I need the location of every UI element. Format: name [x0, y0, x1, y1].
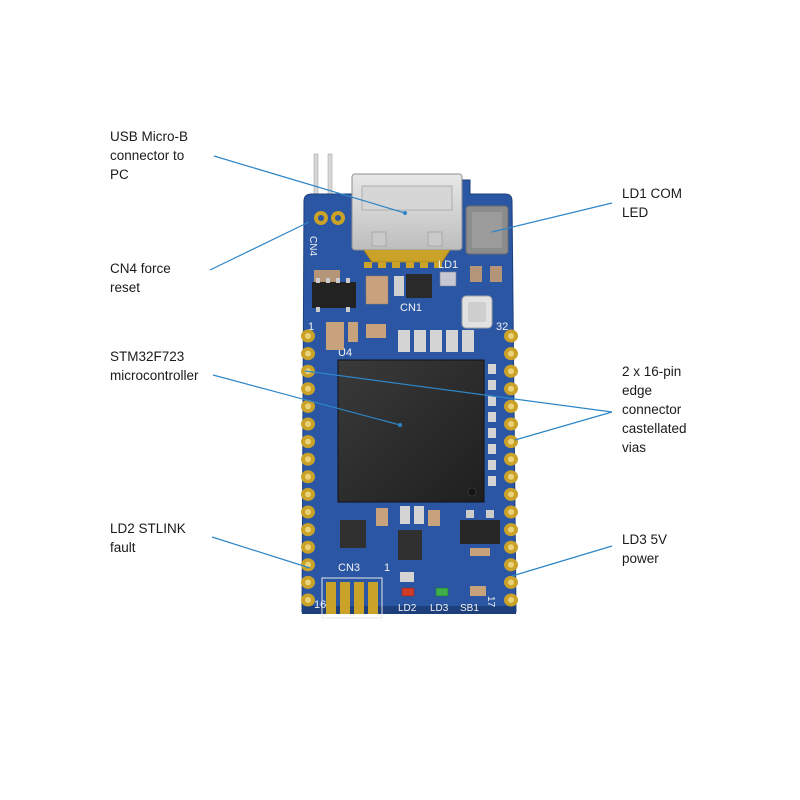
leader-usb [213, 155, 406, 214]
leader-cn4 [209, 221, 310, 271]
castellated-via [305, 579, 311, 586]
castellated-via [305, 597, 311, 603]
castellated-via [305, 473, 311, 480]
castellated-via [305, 438, 311, 445]
stm32-mcu [337, 359, 485, 503]
castellated-via [508, 544, 514, 551]
leader-ld3 [511, 545, 613, 577]
silk-cn3: CN3 [338, 562, 360, 574]
header-pins [313, 153, 333, 197]
castellated-via [508, 473, 514, 480]
castellated-via [305, 403, 311, 410]
leader-mcu [212, 374, 401, 426]
silk-sb1: SB1 [460, 603, 479, 614]
castellated-via [305, 421, 311, 427]
castellated-via [305, 544, 311, 551]
silk-cn3-pin1: 1 [384, 562, 390, 574]
castellated-via [305, 385, 311, 392]
leader-edge-right [514, 411, 613, 441]
silk-pin1-top: 1 [308, 321, 314, 333]
castellated-via [508, 368, 514, 375]
castellated-via [508, 579, 514, 586]
passives-upper [314, 266, 502, 305]
castellated-via [305, 526, 311, 533]
ic-left-upper [312, 278, 356, 312]
pcb-edge-shadow [302, 606, 516, 614]
silk-pin32: 32 [496, 321, 508, 333]
silk-ld2: LD2 [398, 603, 417, 614]
ld3-led [435, 587, 449, 597]
castellated-via [305, 350, 311, 357]
castellated-via [508, 438, 514, 445]
pad-row-top [364, 262, 442, 268]
castellated-via [508, 403, 514, 410]
sb1-jumper [470, 586, 486, 596]
castellated-via [508, 561, 514, 568]
silk-ld3: LD3 [430, 603, 449, 614]
castellated-via [508, 597, 514, 603]
castellated-via [305, 456, 311, 463]
silk-pin16: 16 [314, 599, 326, 611]
edge-connector-right [504, 329, 518, 607]
cn3-pads [321, 577, 383, 619]
castellated-via [305, 509, 311, 515]
castellated-via [305, 491, 311, 498]
castellated-via [508, 385, 514, 392]
cn1-chip [406, 274, 432, 298]
silk-cn4: CN4 [307, 236, 318, 256]
edge-connector-left [301, 329, 315, 607]
castellated-via [508, 509, 514, 515]
usb-connector [351, 173, 463, 263]
castellated-via [305, 333, 311, 339]
lower-components [340, 506, 500, 560]
leader-ld2 [211, 536, 311, 569]
resistor-strip [488, 364, 496, 486]
ld1-led-top [472, 212, 502, 248]
silk-pin17: 17 [485, 596, 496, 608]
leader-edge-left [304, 370, 613, 413]
leader-ld1 [491, 202, 613, 233]
silk-cn1: CN1 [400, 302, 422, 314]
resistor-small [400, 572, 414, 582]
castellated-via [508, 333, 514, 339]
castellated-via [508, 526, 514, 533]
silk-ld1: LD1 [438, 259, 458, 271]
castellated-via [508, 491, 514, 498]
castellated-via [508, 421, 514, 427]
ld2-led [401, 587, 415, 597]
passives-mcu-top [326, 322, 474, 352]
cn4-pads [314, 211, 345, 225]
castellated-via [508, 456, 514, 463]
leader-lines [209, 155, 613, 577]
crystal-top [468, 302, 486, 322]
castellated-via [508, 350, 514, 357]
